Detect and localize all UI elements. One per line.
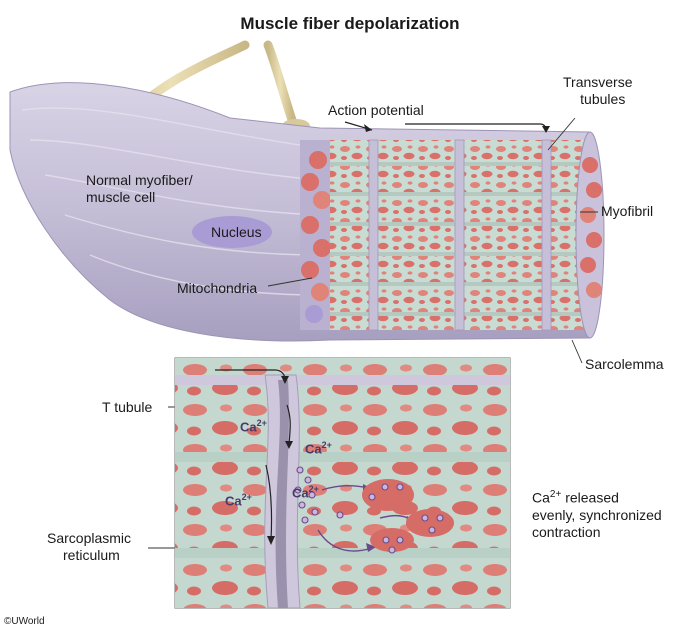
label-t-tubule: T tubule: [102, 399, 153, 415]
myofibril-ends: [301, 151, 331, 323]
release-suffix: released: [561, 489, 619, 506]
label-normal-myofiber: Normal myofiber/ muscle cell: [86, 172, 193, 206]
label-nucleus: Nucleus: [211, 224, 262, 240]
label-sr-line2: reticulum: [63, 547, 120, 563]
nerve-fiber-right: [263, 40, 297, 125]
calcium-ions: [294, 466, 444, 554]
label-release-line1: Ca2+ released: [532, 486, 662, 507]
label-transverse-tubules: Transverse tubules: [563, 74, 633, 108]
transverse-tubules: [368, 139, 552, 331]
label-transverse-line2: tubules: [580, 91, 626, 107]
nucleus-shape: [192, 216, 272, 248]
calcium-label-4: Ca2+: [292, 484, 319, 501]
diagram-title: Muscle fiber depolarization: [240, 14, 460, 33]
cut-edge: [300, 140, 330, 330]
label-mitochondria: Mitochondria: [177, 280, 258, 296]
copyright: ©UWorld: [4, 616, 45, 627]
label-myofiber-line1: Normal myofiber/: [86, 172, 193, 188]
label-calcium-release: Ca2+ released evenly, synchronized contr…: [532, 486, 662, 541]
calcium-label-2: Ca2+: [305, 440, 332, 457]
calcium-label-3: Ca2+: [225, 492, 252, 509]
release-ca-text: Ca: [532, 489, 550, 506]
label-myofibril: Myofibril: [601, 203, 654, 219]
label-action-potential: Action potential: [328, 102, 424, 118]
inset-detail: [175, 358, 510, 608]
label-myofiber-line2: muscle cell: [86, 189, 156, 205]
label-release-line2: evenly, synchronized: [532, 506, 662, 523]
label-sarcoplasmic-reticulum: Sarcoplasmic reticulum: [47, 530, 131, 564]
label-sarcolemma: Sarcolemma: [585, 356, 664, 372]
calcium-label-1: Ca2+: [240, 418, 267, 435]
label-sr-line1: Sarcoplasmic: [47, 530, 132, 546]
label-release-line3: contraction: [532, 523, 601, 540]
release-ca-charge: 2+: [549, 489, 562, 500]
label-transverse-line1: Transverse: [563, 74, 633, 90]
end-myofibrils: [580, 157, 602, 298]
